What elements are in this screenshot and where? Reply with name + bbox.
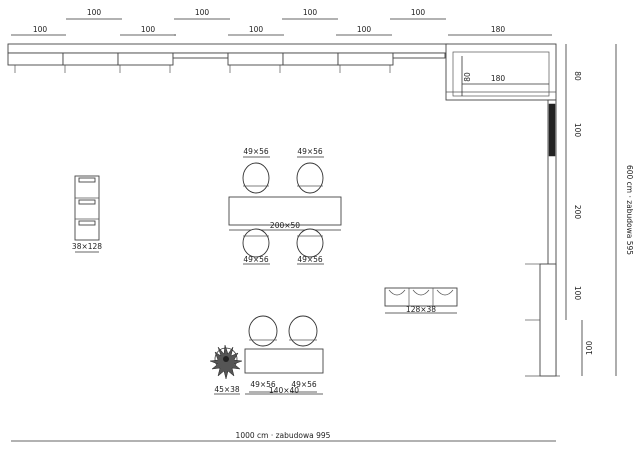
chair-low-l-label: 49×56 <box>250 380 276 389</box>
dim-label: 200 <box>573 205 582 220</box>
chair <box>296 228 324 258</box>
right-dimensions: 80 100 200 100 100 600 cm · zabudowa 595 <box>565 44 634 376</box>
plant: 45×38 <box>209 344 243 395</box>
chair <box>248 315 278 347</box>
top-cabinet-row <box>7 43 449 73</box>
table-main-label: 200×50 <box>270 221 300 230</box>
right-wall-column <box>525 99 560 377</box>
dim-label: 100 <box>573 286 582 301</box>
top-lower-dimensions: 100 100 100 100 180 <box>11 25 552 36</box>
chair <box>242 162 270 194</box>
top-lower-dimensions-extra: 100 100 <box>174 34 176 36</box>
corner-height-label: 80 <box>463 72 472 82</box>
chair-low-r-label: 49×56 <box>291 380 317 389</box>
chair <box>288 315 318 347</box>
bottom-dimension: 1000 cm · zabudowa 995 <box>11 431 556 442</box>
shelf-left: 38×128 <box>72 175 102 253</box>
corner-width-label: 180 <box>491 74 506 83</box>
rack-right: 128×38 <box>384 287 458 314</box>
chair <box>242 228 270 258</box>
shelf-left-label: 38×128 <box>72 242 102 251</box>
dim-label: 100 <box>87 8 102 17</box>
lower-table <box>244 348 324 374</box>
dining-table <box>228 196 342 226</box>
dim-label: 80 <box>573 71 582 81</box>
chair-tl-label: 49×56 <box>243 147 269 156</box>
dim-label: 100 <box>303 8 318 17</box>
dim-label: 100 <box>33 25 48 34</box>
dim-label: 100 <box>141 25 156 34</box>
dining-set-main: 49×56 49×56 200×50 49×56 49×56 <box>228 147 342 265</box>
top-upper-dimensions: 100 100 100 100 <box>66 8 446 20</box>
chair-tr-label: 49×56 <box>297 147 323 156</box>
dim-label: 100 <box>411 8 426 17</box>
dim-label: 100 <box>249 25 264 34</box>
right-total-label: 600 cm · zabudowa 595 <box>625 165 634 255</box>
dim-label: 180 <box>491 25 506 34</box>
rack-right-label: 128×38 <box>406 305 436 314</box>
dim-label: 100 <box>357 25 372 34</box>
plant-label: 45×38 <box>214 385 240 394</box>
chair-br-label: 49×56 <box>297 255 323 264</box>
table-low-label: 140×40 <box>269 386 299 395</box>
dim-label: 100 <box>195 8 210 17</box>
dim-label: 100 <box>573 123 582 138</box>
dark-panel <box>548 103 556 157</box>
dim-label: 100 <box>585 341 594 356</box>
chair <box>296 162 324 194</box>
bottom-total-label: 1000 cm · zabudowa 995 <box>236 431 331 440</box>
chair-bl-label: 49×56 <box>243 255 269 264</box>
dining-set-lower: 49×56 49×56 140×40 <box>244 315 324 395</box>
corner-unit: 180 80 <box>445 43 557 101</box>
